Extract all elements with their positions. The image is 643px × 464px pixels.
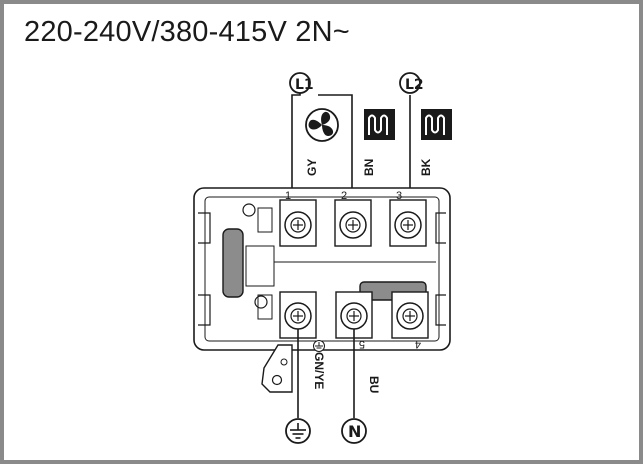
- terminal-l2: L2: [399, 72, 424, 94]
- bottom-wires: [297, 329, 355, 418]
- position-number-2: 2: [341, 190, 347, 202]
- wire-label-bn: BN: [362, 159, 376, 176]
- screw-terminal-4: [391, 291, 429, 339]
- wire-label-bk: BK: [419, 158, 433, 176]
- top-wires: [291, 83, 411, 202]
- heating-element-icon-2: [421, 109, 452, 140]
- terminal-l1-label: L1: [295, 77, 314, 93]
- wire-label-bu: BU: [367, 376, 381, 393]
- position-number-1: 1: [285, 190, 291, 202]
- screw-terminal-5: [335, 291, 373, 339]
- earth-ground-icon: [313, 340, 325, 352]
- heating-element-icon-1: [364, 109, 395, 140]
- terminal-n-label: N: [348, 422, 361, 441]
- position-number-3: 3: [396, 190, 402, 202]
- terminal-l1: L1: [289, 72, 314, 94]
- terminal-n: N: [341, 418, 367, 444]
- terminal-block: [193, 187, 451, 351]
- terminal-l2-label: L2: [405, 77, 424, 93]
- screw-terminal-3: [389, 199, 427, 247]
- earth-ground-icon: [285, 418, 311, 444]
- position-number-4: 4: [415, 338, 421, 350]
- position-number-5: 5: [359, 338, 365, 350]
- wire-label-gnye: GN/YE: [312, 352, 326, 389]
- voltage-title: 220-240V/380-415V 2N~: [24, 16, 350, 48]
- wire-label-gy: GY: [305, 159, 319, 176]
- ground-lug-plate: [261, 344, 293, 393]
- fan-icon: [305, 108, 339, 142]
- screw-terminal-1: [279, 199, 317, 247]
- screw-terminal-2: [334, 199, 372, 247]
